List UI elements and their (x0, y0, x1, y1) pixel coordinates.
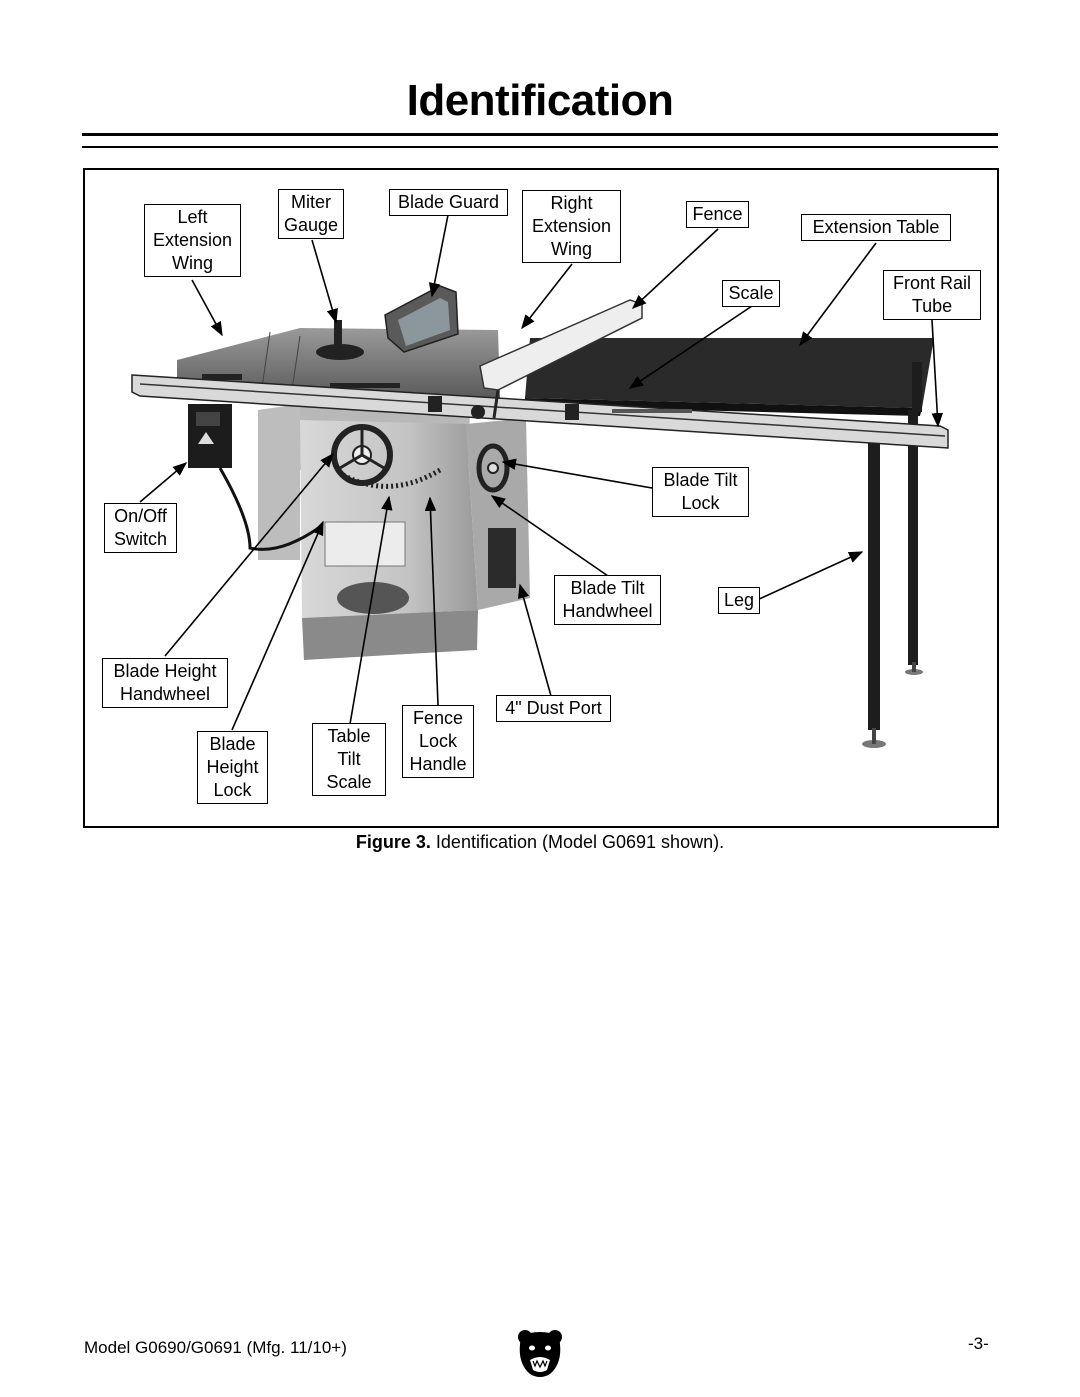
leader-scale (628, 305, 753, 389)
callout-right-extension-wing: Right Extension Wing (522, 190, 621, 263)
callout-leg: Leg (718, 587, 760, 614)
footer-model: Model G0690/G0691 (Mfg. 11/10+) (84, 1338, 347, 1357)
leader-front-rail-tube (931, 319, 944, 428)
leader-blade-tilt-handwheel (490, 495, 609, 577)
callout-on-off-switch: On/Off Switch (104, 503, 177, 553)
callout-fence-lock-handle: Fence Lock Handle (402, 705, 474, 778)
leader-blade-tilt-lock (501, 458, 653, 489)
leader-fence-lock-handle (424, 496, 439, 706)
leader-miter-gauge (311, 239, 338, 324)
callout-blade-tilt-lock: Blade Tilt Lock (652, 467, 749, 517)
title-rule-top (82, 133, 998, 136)
callout-left-extension-wing: Left Extension Wing (144, 204, 241, 277)
miter-gauge-shape (316, 320, 364, 360)
leader-on-off-switch (139, 462, 188, 503)
extension-table-shape (524, 338, 934, 416)
leader-right-extension-wing (521, 263, 573, 330)
blade-guard-shape (384, 285, 459, 353)
callout-scale: Scale (722, 280, 780, 307)
leader-blade-height-handwheel (164, 452, 334, 657)
callout-blade-guard: Blade Guard (389, 189, 508, 216)
figure-caption-text: Identification (Model G0691 shown). (430, 832, 725, 852)
blade-height-handwheel-shape (331, 424, 393, 486)
leader-blade-guard (428, 214, 449, 298)
leader-extension-table (799, 242, 877, 347)
leader-table-tilt-scale (349, 495, 393, 725)
page-title: Identification (406, 76, 674, 125)
leader-leg (756, 551, 864, 601)
leader-lines (139, 214, 944, 731)
leader-dust-port (517, 583, 552, 697)
figure-caption: Figure 3. Identification (Model G0691 sh… (0, 832, 1080, 853)
callout-fence: Fence (686, 201, 749, 228)
switch-box-shape (188, 404, 321, 551)
leader-fence (631, 228, 719, 309)
bear-head-logo-icon (518, 1330, 562, 1377)
page-number: -3- (968, 1334, 989, 1353)
callout-table-tilt-scale: Table Tilt Scale (312, 723, 386, 796)
title-rule-bottom (82, 146, 998, 148)
callout-blade-height-lock: Blade Height Lock (197, 731, 268, 804)
callout-blade-tilt-handwheel: Blade Tilt Handwheel (554, 575, 661, 625)
fence-shape (471, 299, 643, 419)
figure-label: Figure 3. (355, 832, 431, 852)
callout-miter-gauge: Miter Gauge (278, 189, 344, 239)
figure-frame (83, 168, 999, 828)
leader-blade-height-lock (231, 520, 324, 731)
leader-left-extension-wing (191, 279, 223, 337)
cabinet-shape (258, 400, 530, 660)
legs-shape (862, 362, 923, 748)
callout-blade-height-handwheel: Blade Height Handwheel (102, 658, 228, 708)
callout-extension-table: Extension Table (801, 214, 951, 241)
callout-front-rail-tube: Front Rail Tube (883, 270, 981, 320)
callout-dust-port: 4" Dust Port (496, 695, 611, 722)
